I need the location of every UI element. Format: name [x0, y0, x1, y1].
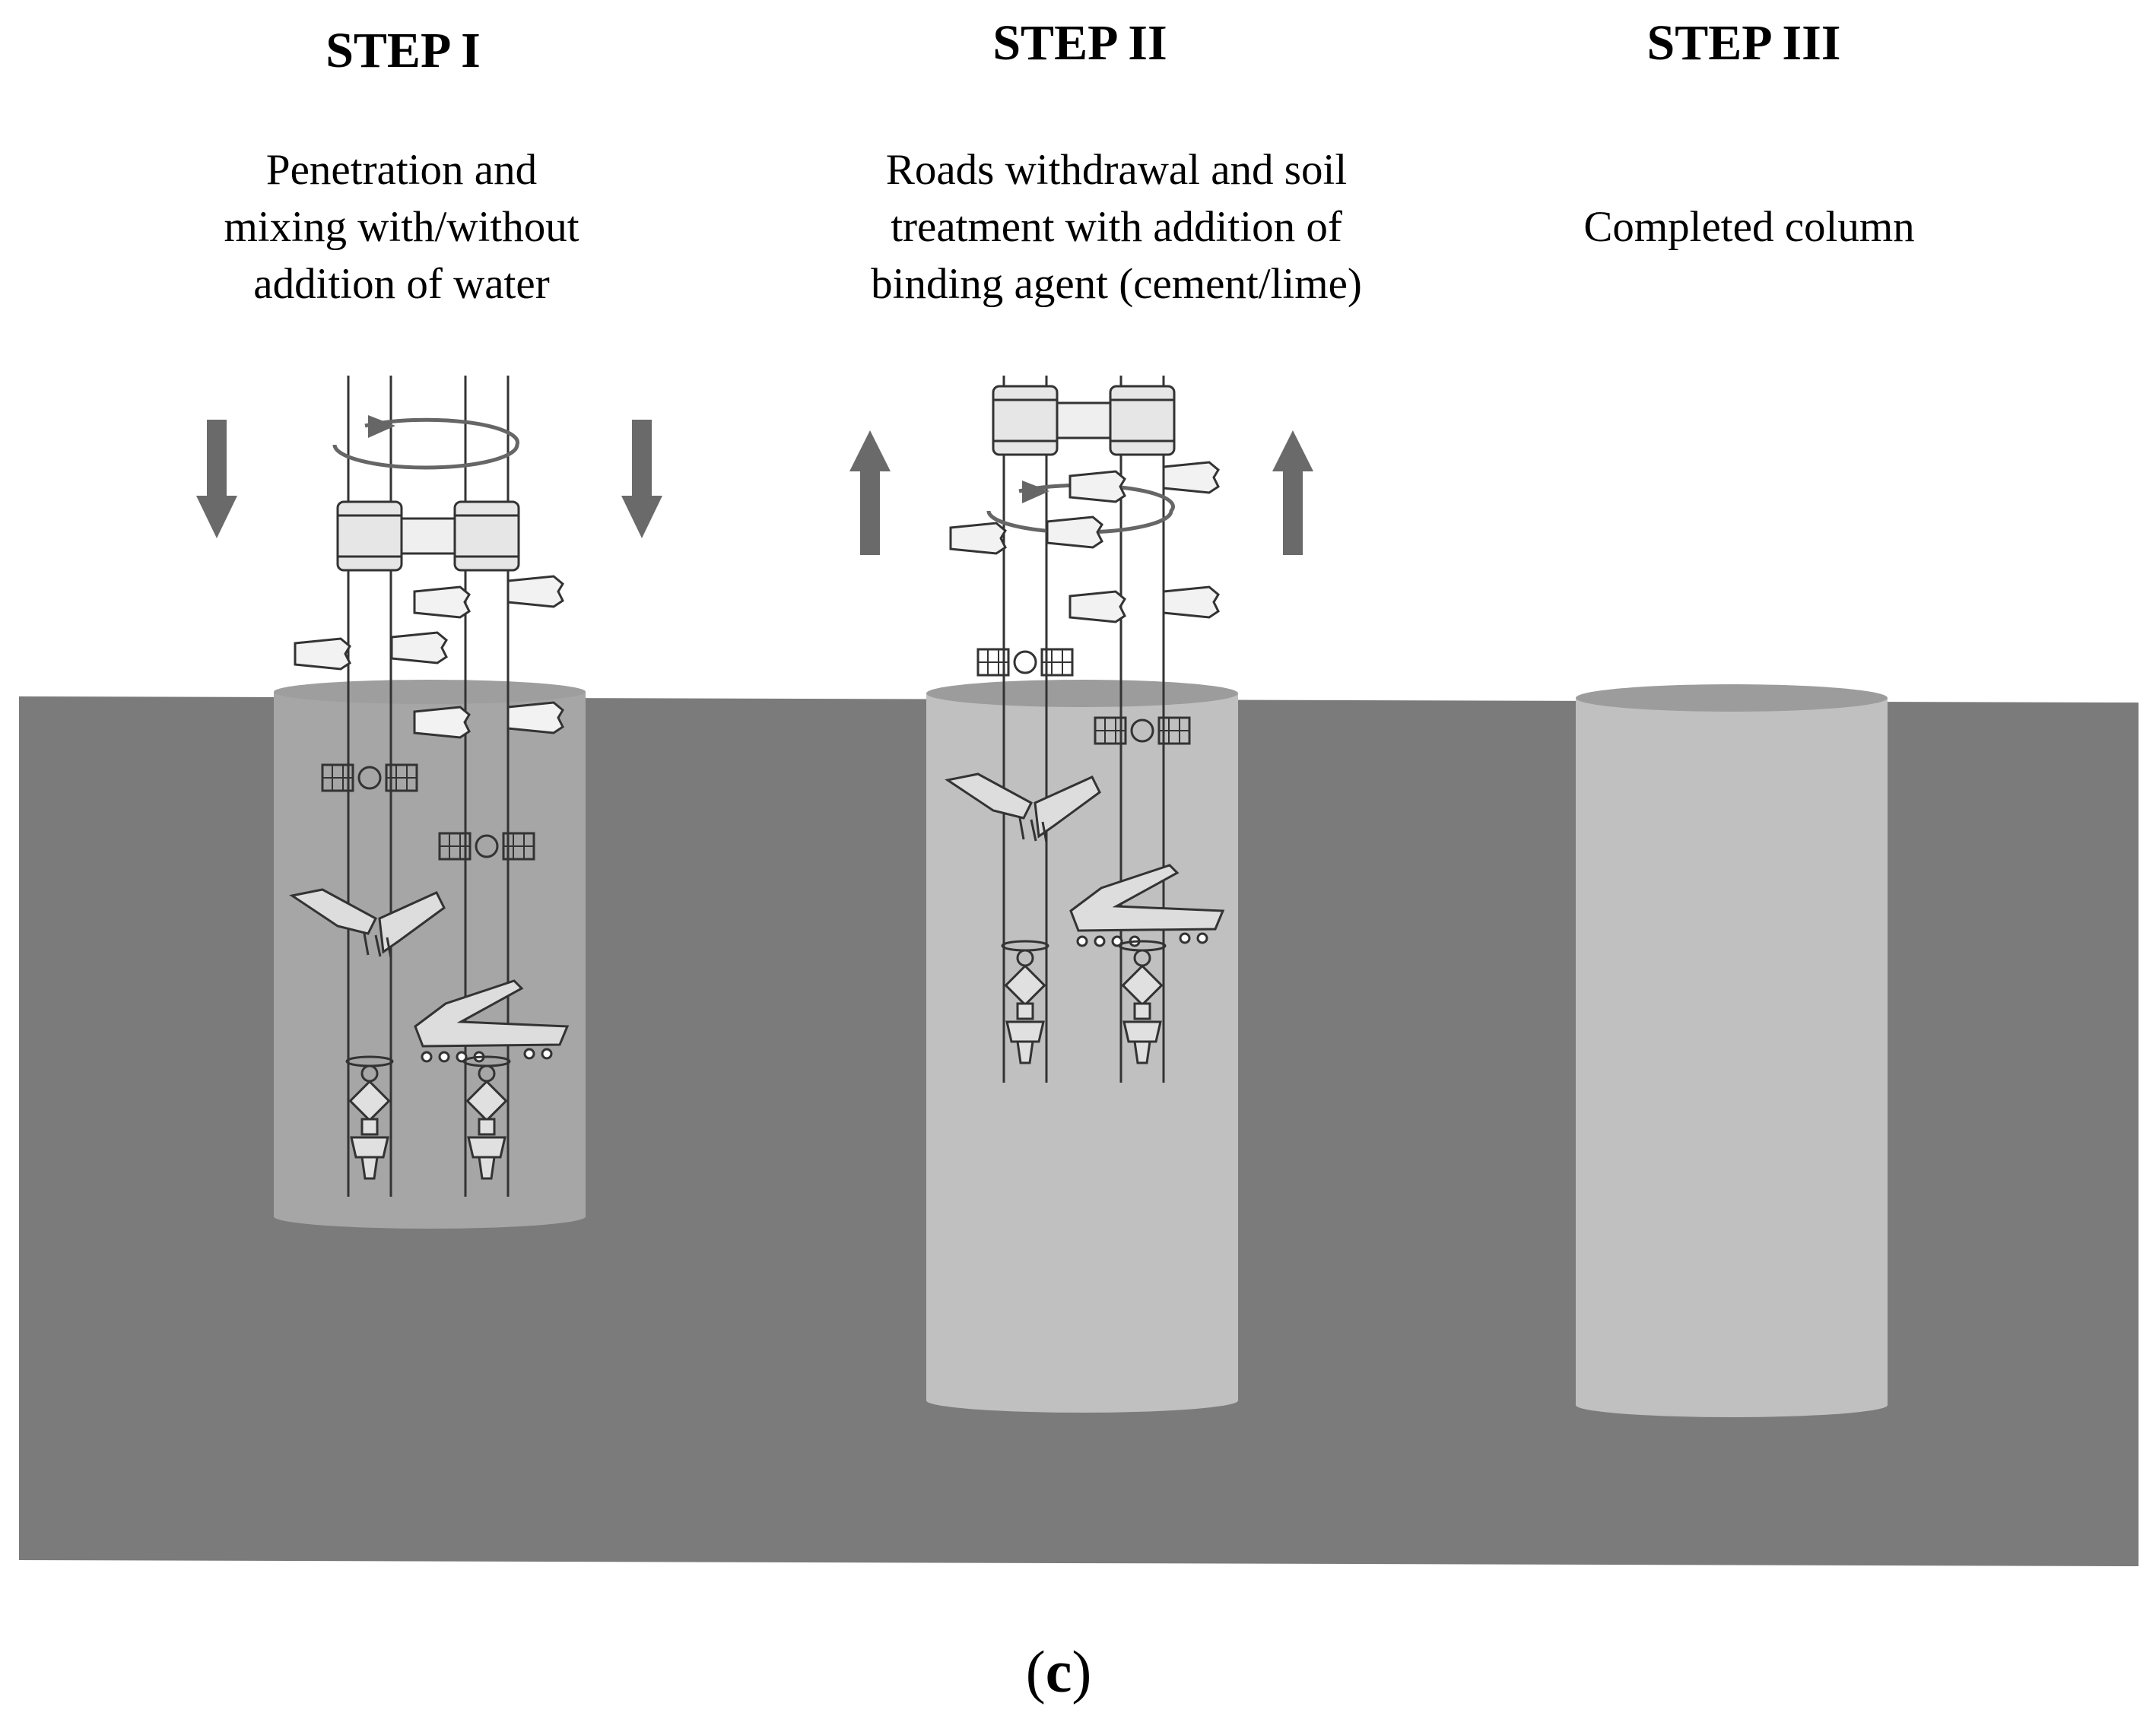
- step-1-mixing-tool: [291, 374, 569, 1198]
- step-1-description: Penetration and mixing with/without addi…: [224, 146, 579, 308]
- step-1-rotation-arrow-icon: [332, 415, 519, 470]
- step-2-mixing-tool: [946, 374, 1224, 1084]
- step-2-heading: STEP II: [992, 15, 1167, 71]
- step-1-treated-column: [274, 680, 586, 1229]
- step-2-right-up-arrow-icon: [1272, 430, 1313, 555]
- panel-label-close: ): [1072, 1638, 1092, 1705]
- step-3-completed-column: [1576, 684, 1888, 1417]
- step-2-description: Roads withdrawal and soil treatment with…: [871, 146, 1362, 308]
- step-3-heading: STEP III: [1646, 15, 1841, 71]
- step-2-treated-column: [926, 680, 1238, 1413]
- step-1-right-down-arrow-icon: [621, 420, 662, 538]
- step-3-description: Completed column: [1583, 203, 1915, 251]
- step-1-heading: STEP I: [325, 23, 481, 78]
- step-1-left-down-arrow-icon: [196, 420, 237, 538]
- panel-label-letter: c: [1045, 1638, 1072, 1705]
- panel-label: (c): [1026, 1642, 1092, 1702]
- step-2-left-up-arrow-icon: [849, 430, 891, 555]
- panel-label-open: (: [1025, 1638, 1046, 1705]
